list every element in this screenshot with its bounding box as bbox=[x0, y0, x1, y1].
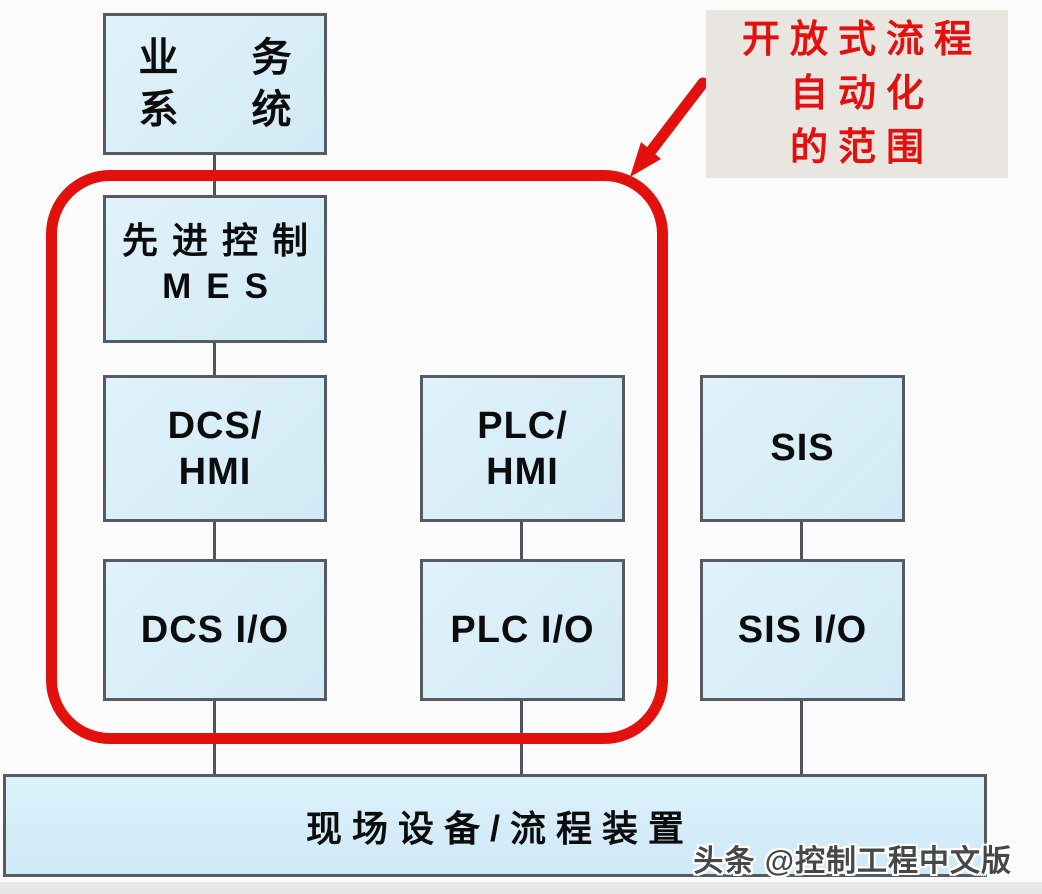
dcs-hmi-label-line2: HMI bbox=[178, 450, 252, 493]
business-system-label-line1: 业 务 bbox=[138, 36, 292, 80]
business-system-label-line2: 系 统 bbox=[138, 88, 292, 132]
connector-plc-hmi-to-plc-io bbox=[520, 522, 523, 562]
sis-label: SIS bbox=[770, 427, 835, 469]
node-dcs-io: DCS I/O bbox=[103, 559, 327, 701]
open-process-automation-scope-outline bbox=[46, 170, 668, 744]
scope-label-line1: 开放式流程 bbox=[741, 19, 982, 61]
node-sis-io: SIS I/O bbox=[700, 559, 905, 701]
scope-label-line3: 的范围 bbox=[789, 127, 934, 169]
node-sis: SIS bbox=[700, 375, 905, 522]
connector-sis-io-to-field bbox=[800, 700, 803, 777]
node-advanced-control-mes: 先进控制 MES bbox=[103, 195, 327, 343]
plc-io-label: PLC I/O bbox=[450, 608, 595, 651]
dcs-hmi-label-line1: DCS/ bbox=[167, 404, 263, 447]
mes-label-line1: 先进控制 bbox=[121, 220, 322, 261]
node-field-devices-bar: 现场设备/流程装置 bbox=[3, 774, 987, 877]
plc-hmi-label-line2: HMI bbox=[486, 450, 559, 493]
scope-arrow-shaft bbox=[645, 77, 709, 157]
mes-label-line2: MES bbox=[162, 267, 283, 306]
node-business-system: 业 务 系 统 bbox=[103, 13, 327, 155]
dcs-io-label: DCS I/O bbox=[140, 608, 290, 651]
connector-dcs-hmi-to-dcs-io bbox=[213, 522, 216, 562]
sis-io-label: SIS I/O bbox=[737, 608, 868, 651]
node-dcs-hmi: DCS/ HMI bbox=[103, 375, 327, 522]
connector-sis-to-sis-io bbox=[800, 522, 803, 562]
scope-label-panel: 开放式流程 自动化 的范围 bbox=[706, 10, 1008, 178]
node-plc-hmi: PLC/ HMI bbox=[420, 375, 625, 522]
field-devices-label: 现场设备/流程装置 bbox=[305, 807, 694, 849]
node-plc-io: PLC I/O bbox=[420, 559, 625, 701]
scope-label-line2: 自动化 bbox=[789, 73, 934, 115]
connector-mes-to-dcs-hmi bbox=[213, 343, 216, 378]
bottom-edge-strip bbox=[0, 882, 1042, 894]
scope-arrow-head bbox=[630, 142, 661, 177]
watermark-toutiao: 头条 @控制工程中文版 bbox=[693, 845, 1012, 878]
plc-hmi-label-line1: PLC/ bbox=[477, 404, 568, 447]
